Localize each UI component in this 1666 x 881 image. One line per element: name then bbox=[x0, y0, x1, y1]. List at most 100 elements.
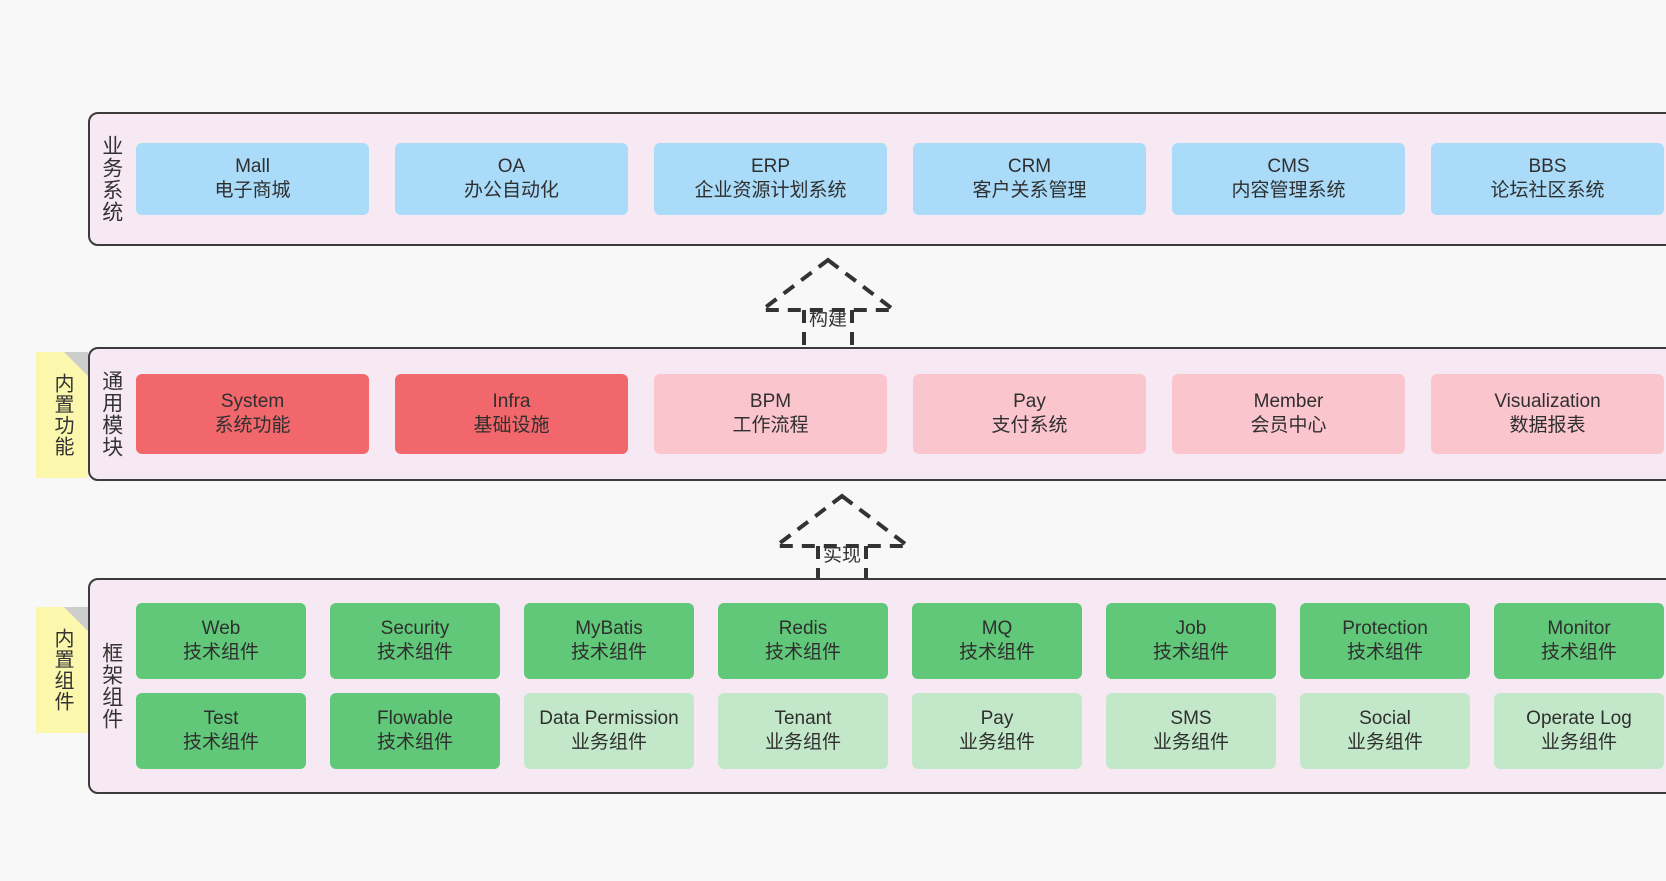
node-subtitle: 业务组件 bbox=[1540, 732, 1617, 753]
node-subtitle: 技术组件 bbox=[570, 642, 647, 663]
node-bbs[interactable]: BBS 论坛社区系统 bbox=[1431, 143, 1664, 215]
node-title: Visualization bbox=[1494, 390, 1601, 412]
node-visualization[interactable]: Visualization 数据报表 bbox=[1431, 374, 1664, 454]
common-node-row: System 系统功能 Infra 基础设施 BPM 工作流程 Pay 支付系统… bbox=[136, 374, 1664, 454]
node-title: BPM bbox=[749, 390, 792, 412]
node-infra[interactable]: Infra 基础设施 bbox=[395, 374, 628, 454]
node-member[interactable]: Member 会员中心 bbox=[1172, 374, 1405, 454]
node-subtitle: 会员中心 bbox=[1250, 415, 1327, 436]
node-mq[interactable]: MQ 技术组件 bbox=[912, 603, 1082, 679]
node-subtitle: 技术组件 bbox=[376, 732, 453, 753]
node-subtitle: 业务组件 bbox=[1346, 732, 1423, 753]
node-subtitle: 论坛社区系统 bbox=[1490, 180, 1605, 201]
node-title: BBS bbox=[1528, 155, 1567, 177]
node-subtitle: 支付系统 bbox=[991, 415, 1068, 436]
generalization-implement: 实现 bbox=[762, 488, 922, 592]
node-title: CRM bbox=[1007, 155, 1052, 177]
node-title: Mall bbox=[235, 155, 270, 177]
node-social[interactable]: Social 业务组件 bbox=[1300, 693, 1470, 769]
layer-body-framework-component: Web 技术组件 Security 技术组件 MyBatis 技术组件 Redi… bbox=[132, 580, 1666, 792]
node-title: Pay bbox=[1013, 390, 1046, 412]
node-crm[interactable]: CRM 客户关系管理 bbox=[913, 143, 1146, 215]
framework-tech-row: Web 技术组件 Security 技术组件 MyBatis 技术组件 Redi… bbox=[136, 603, 1664, 679]
node-monitor[interactable]: Monitor 技术组件 bbox=[1494, 603, 1664, 679]
connector-label: 构建 bbox=[808, 309, 848, 330]
node-title: ERP bbox=[750, 155, 791, 177]
node-bpm[interactable]: BPM 工作流程 bbox=[654, 374, 887, 454]
business-node-row: Mall 电子商城 OA 办公自动化 ERP 企业资源计划系统 CRM 客户关系… bbox=[136, 143, 1664, 215]
node-title: System bbox=[220, 390, 285, 412]
node-sms[interactable]: SMS 业务组件 bbox=[1106, 693, 1276, 769]
node-subtitle: 客户关系管理 bbox=[972, 180, 1087, 201]
layer-framework-component: 框架组件 Web 技术组件 Security 技术组件 MyBatis 技术组件… bbox=[88, 578, 1666, 794]
node-subtitle: 数据报表 bbox=[1509, 415, 1586, 436]
node-subtitle: 内容管理系统 bbox=[1231, 180, 1346, 201]
node-title: Security bbox=[380, 617, 450, 639]
node-title: Test bbox=[203, 707, 239, 729]
node-title: Protection bbox=[1342, 617, 1428, 639]
node-subtitle: 电子商城 bbox=[214, 180, 291, 201]
layer-label-business-system: 业务系统 bbox=[99, 135, 123, 223]
node-web[interactable]: Web 技术组件 bbox=[136, 603, 306, 679]
node-system[interactable]: System 系统功能 bbox=[136, 374, 369, 454]
node-test[interactable]: Test 技术组件 bbox=[136, 693, 306, 769]
layer-common-module: 通用模块 System 系统功能 Infra 基础设施 BPM 工作流程 Pay bbox=[88, 347, 1666, 481]
node-data-permission[interactable]: Data Permission 业务组件 bbox=[524, 693, 694, 769]
node-pay-component[interactable]: Pay 业务组件 bbox=[912, 693, 1082, 769]
node-mybatis[interactable]: MyBatis 技术组件 bbox=[524, 603, 694, 679]
layer-business-system: 业务系统 Mall 电子商城 OA 办公自动化 ERP 企业资源计划系统 CRM bbox=[88, 112, 1666, 246]
node-subtitle: 业务组件 bbox=[764, 732, 841, 753]
node-title: Web bbox=[201, 617, 241, 639]
node-title: Data Permission bbox=[539, 707, 679, 729]
node-flowable[interactable]: Flowable 技术组件 bbox=[330, 693, 500, 769]
node-subtitle: 技术组件 bbox=[376, 642, 453, 663]
connector-label: 实现 bbox=[822, 545, 862, 566]
node-title: Job bbox=[1175, 617, 1207, 639]
node-erp[interactable]: ERP 企业资源计划系统 bbox=[654, 143, 887, 215]
node-subtitle: 办公自动化 bbox=[463, 180, 559, 201]
node-protection[interactable]: Protection 技术组件 bbox=[1300, 603, 1470, 679]
node-subtitle: 业务组件 bbox=[958, 732, 1035, 753]
node-title: Member bbox=[1253, 390, 1324, 412]
node-subtitle: 企业资源计划系统 bbox=[694, 180, 847, 201]
node-subtitle: 技术组件 bbox=[1152, 642, 1229, 663]
node-security[interactable]: Security 技术组件 bbox=[330, 603, 500, 679]
node-subtitle: 基础设施 bbox=[473, 415, 550, 436]
node-subtitle: 工作流程 bbox=[732, 415, 809, 436]
layer-label-common-module: 通用模块 bbox=[99, 370, 123, 458]
note-text: 内置功能 bbox=[51, 373, 73, 457]
framework-business-row: Test 技术组件 Flowable 技术组件 Data Permission … bbox=[136, 693, 1664, 769]
node-subtitle: 技术组件 bbox=[182, 732, 259, 753]
node-title: Flowable bbox=[376, 707, 454, 729]
node-title: Tenant bbox=[774, 707, 832, 729]
node-redis[interactable]: Redis 技术组件 bbox=[718, 603, 888, 679]
node-oa[interactable]: OA 办公自动化 bbox=[395, 143, 628, 215]
node-pay[interactable]: Pay 支付系统 bbox=[913, 374, 1146, 454]
node-title: MQ bbox=[981, 617, 1013, 639]
layer-label-framework-component: 框架组件 bbox=[99, 642, 123, 730]
layer-body-common-module: System 系统功能 Infra 基础设施 BPM 工作流程 Pay 支付系统… bbox=[132, 349, 1666, 479]
node-job[interactable]: Job 技术组件 bbox=[1106, 603, 1276, 679]
generalization-build: 构建 bbox=[748, 252, 908, 356]
node-tenant[interactable]: Tenant 业务组件 bbox=[718, 693, 888, 769]
note-text: 内置组件 bbox=[51, 628, 73, 712]
node-cms[interactable]: CMS 内容管理系统 bbox=[1172, 143, 1405, 215]
node-title: Social bbox=[1359, 707, 1411, 729]
sticky-note-builtin-features: 内置功能 bbox=[36, 352, 88, 478]
node-title: SMS bbox=[1170, 707, 1212, 729]
node-subtitle: 技术组件 bbox=[764, 642, 841, 663]
node-subtitle: 系统功能 bbox=[214, 415, 291, 436]
node-mall[interactable]: Mall 电子商城 bbox=[136, 143, 369, 215]
node-title: Operate Log bbox=[1526, 707, 1632, 729]
node-title: Infra bbox=[492, 390, 531, 412]
node-title: Pay bbox=[980, 707, 1014, 729]
note-fold-corner-icon bbox=[64, 607, 88, 631]
node-title: OA bbox=[497, 155, 526, 177]
node-subtitle: 业务组件 bbox=[570, 732, 647, 753]
node-subtitle: 技术组件 bbox=[958, 642, 1035, 663]
node-operate-log[interactable]: Operate Log 业务组件 bbox=[1494, 693, 1664, 769]
node-subtitle: 技术组件 bbox=[1540, 642, 1617, 663]
node-title: MyBatis bbox=[575, 617, 643, 639]
node-subtitle: 技术组件 bbox=[1346, 642, 1423, 663]
